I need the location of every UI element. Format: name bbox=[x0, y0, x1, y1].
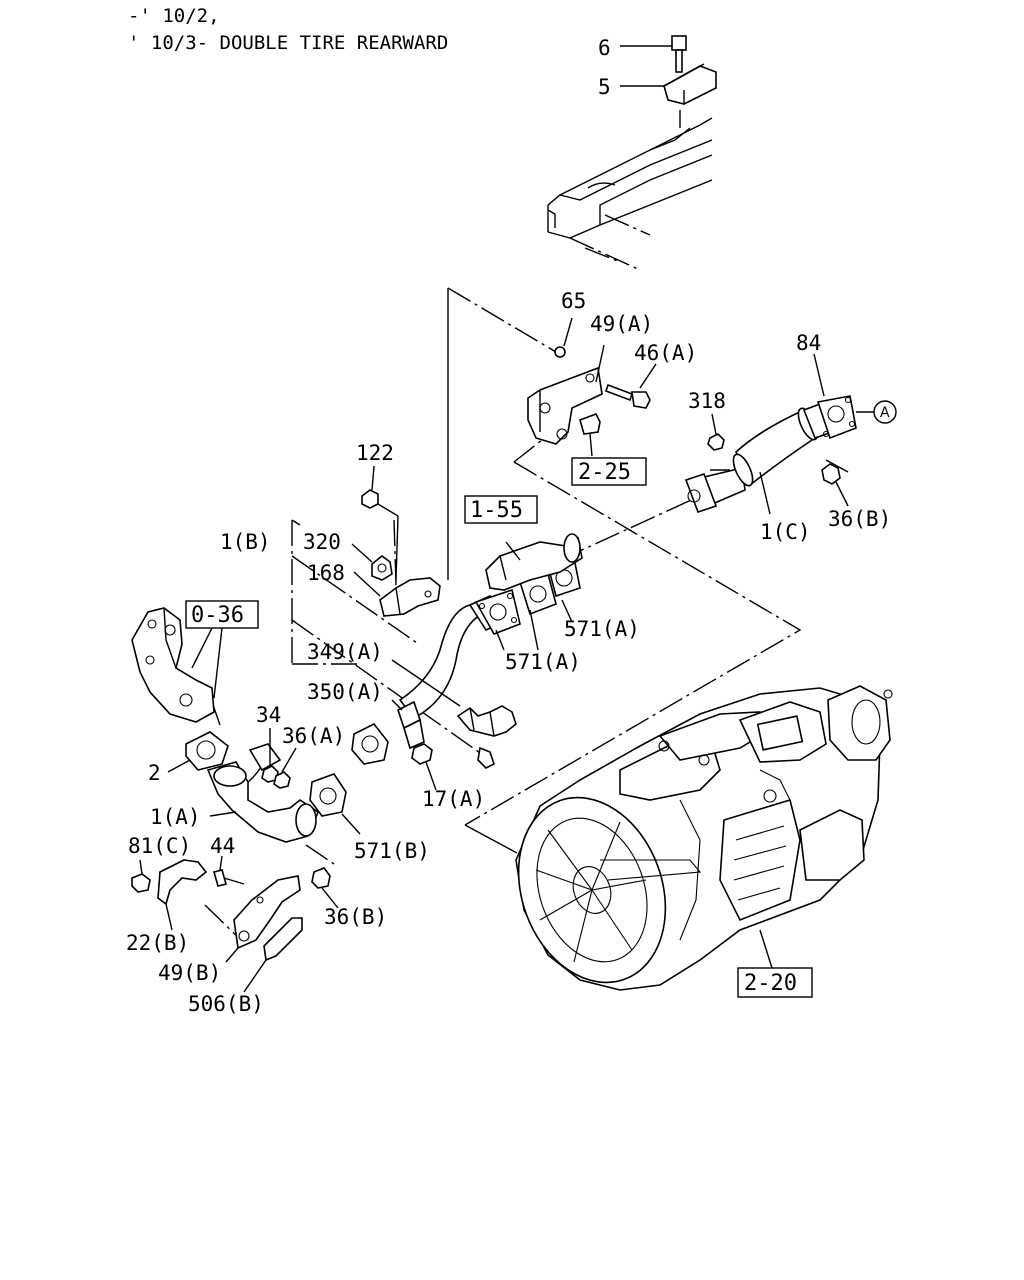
callout-34: 34 bbox=[256, 703, 281, 727]
nut-65-drawing bbox=[554, 346, 566, 358]
nut-122-drawing bbox=[361, 489, 379, 509]
ref-2-25[interactable]: 2-25 bbox=[578, 460, 631, 485]
gasket-upper-drawing bbox=[351, 722, 389, 765]
pipe-1a-drawing bbox=[206, 743, 319, 843]
routing-line bbox=[464, 461, 802, 826]
bolt-350a-drawing bbox=[477, 746, 495, 769]
routing-line bbox=[559, 495, 701, 561]
bracket-506b-drawing bbox=[263, 917, 303, 962]
callout-1a: 1(A) bbox=[150, 805, 201, 829]
bolt-17a-drawing bbox=[411, 743, 433, 765]
callout-44: 44 bbox=[210, 834, 235, 858]
routing-line bbox=[305, 844, 335, 865]
routing-line bbox=[291, 555, 421, 646]
pipe-1b-drawing bbox=[398, 588, 521, 720]
bracket-49a-drawing bbox=[527, 366, 603, 445]
transmission-drawing bbox=[515, 685, 893, 991]
callout-506b: 506(B) bbox=[188, 992, 264, 1016]
callout-81c: 81(C) bbox=[128, 834, 191, 858]
routing-line bbox=[825, 459, 849, 473]
ref-0-36[interactable]: 0-36 bbox=[191, 603, 244, 628]
callout-168: 168 bbox=[307, 561, 345, 585]
bolt-44-drawing bbox=[213, 869, 245, 887]
routing-line bbox=[447, 287, 557, 353]
callout-122: 122 bbox=[356, 441, 394, 465]
nut-318-drawing bbox=[707, 433, 725, 451]
callout-320: 320 bbox=[303, 530, 341, 554]
callout-1c: 1(C) bbox=[760, 520, 811, 544]
callout-349a: 349(A) bbox=[307, 640, 383, 664]
exhaust-manifold-0-36-drawing bbox=[131, 607, 215, 723]
callout-36b-bottom: 36(B) bbox=[324, 905, 387, 929]
ref-box-2-25[interactable] bbox=[571, 457, 647, 486]
header-line-1: -' 10/2, bbox=[128, 5, 220, 27]
callout-84: 84 bbox=[796, 331, 821, 355]
gasket-571b-drawing bbox=[309, 773, 347, 817]
clamp-349a-drawing bbox=[456, 705, 517, 737]
bolt-6-drawing bbox=[671, 35, 687, 73]
gaskets-571a-drawing bbox=[518, 556, 581, 616]
ref-box-0-36[interactable] bbox=[185, 600, 259, 629]
clamp-22b-drawing bbox=[157, 859, 208, 906]
nut-81c-drawing bbox=[131, 873, 151, 893]
callout-6: 6 bbox=[598, 36, 611, 60]
bolt-46a-drawing bbox=[604, 383, 651, 409]
nut-36a-drawing bbox=[273, 771, 291, 789]
bolt-2-25-drawing bbox=[579, 412, 601, 457]
callout-571a-2: 571(A) bbox=[505, 650, 581, 674]
marker-a: A bbox=[880, 405, 890, 421]
nut-36b-bottom-drawing bbox=[311, 867, 331, 889]
clamp-320-drawing bbox=[371, 554, 393, 581]
clamp-350a-drawing bbox=[397, 700, 425, 750]
callout-49a: 49(A) bbox=[590, 312, 653, 336]
gasket-2-drawing bbox=[185, 731, 229, 771]
bracket-168-drawing bbox=[379, 577, 441, 617]
callout-571a-1: 571(A) bbox=[564, 617, 640, 641]
callout-5: 5 bbox=[598, 75, 611, 99]
callout-350a: 350(A) bbox=[307, 680, 383, 704]
nut-36b-top-drawing bbox=[821, 463, 841, 485]
callout-318: 318 bbox=[688, 389, 726, 413]
ref-box-1-55[interactable] bbox=[464, 495, 538, 524]
marker-a-circle bbox=[873, 400, 897, 424]
exhaust-brake-1-55-drawing bbox=[485, 533, 583, 591]
ref-2-20[interactable]: 2-20 bbox=[744, 971, 797, 996]
ref-box-2-20[interactable] bbox=[737, 967, 813, 998]
callout-36b-top: 36(B) bbox=[828, 507, 891, 531]
header-line-2: ' 10/3- DOUBLE TIRE REARWARD bbox=[128, 32, 448, 54]
callout-65: 65 bbox=[561, 289, 586, 313]
bracket-49b-drawing bbox=[233, 875, 301, 950]
frame-crossmember-drawing bbox=[547, 110, 713, 271]
callout-1b: 1(B) bbox=[220, 530, 271, 554]
callout-49b: 49(B) bbox=[158, 961, 221, 985]
pipe-1c-drawing bbox=[684, 395, 857, 514]
bracket-5-drawing bbox=[663, 63, 717, 105]
ref-1-55[interactable]: 1-55 bbox=[470, 498, 523, 523]
callout-46a: 46(A) bbox=[634, 341, 697, 365]
callout-22b: 22(B) bbox=[126, 931, 189, 955]
callout-571b: 571(B) bbox=[354, 839, 430, 863]
callout-36a: 36(A) bbox=[282, 724, 345, 748]
callout-17a: 17(A) bbox=[422, 787, 485, 811]
callout-2: 2 bbox=[148, 761, 161, 785]
routing-line bbox=[291, 619, 491, 761]
